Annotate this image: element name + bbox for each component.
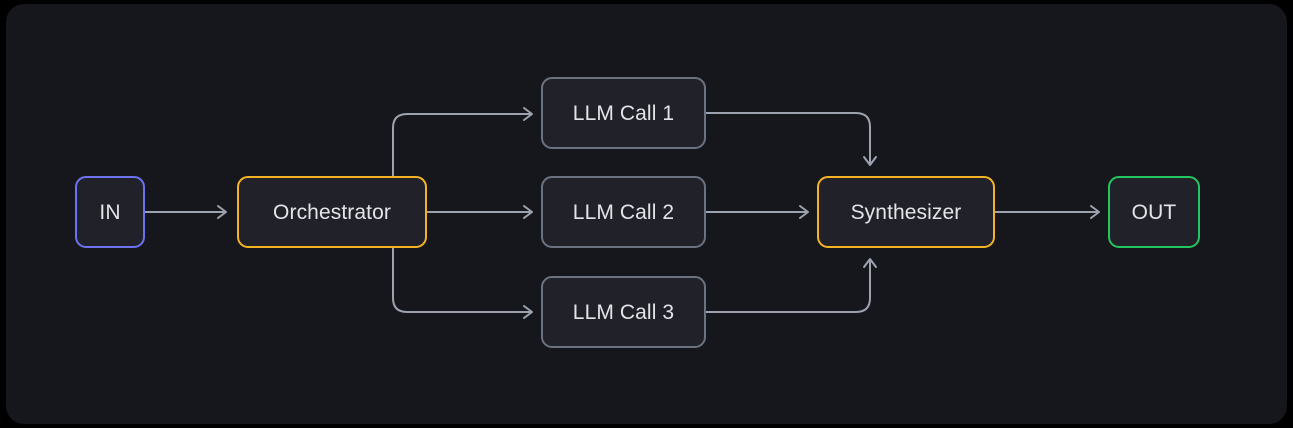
node-out[interactable]: OUT <box>1108 176 1200 248</box>
node-orchestrator[interactable]: Orchestrator <box>237 176 427 248</box>
node-llm-call-1-label: LLM Call 1 <box>572 101 675 125</box>
node-llm-call-2-label: LLM Call 2 <box>572 200 675 224</box>
node-in-label: IN <box>99 200 121 224</box>
node-llm-call-1[interactable]: LLM Call 1 <box>541 77 706 149</box>
node-orchestrator-label: Orchestrator <box>273 200 391 224</box>
node-synthesizer[interactable]: Synthesizer <box>817 176 995 248</box>
node-synthesizer-label: Synthesizer <box>850 200 962 224</box>
node-out-label: OUT <box>1131 200 1177 224</box>
node-llm-call-3[interactable]: LLM Call 3 <box>541 276 706 348</box>
node-llm-call-3-label: LLM Call 3 <box>572 300 675 324</box>
node-llm-call-2[interactable]: LLM Call 2 <box>541 176 706 248</box>
node-in[interactable]: IN <box>75 176 145 248</box>
